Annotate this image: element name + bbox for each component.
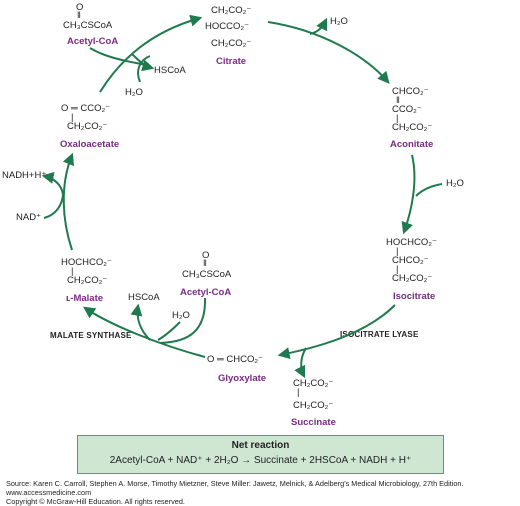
svg-text:Citrate: Citrate [216,56,246,67]
svg-text:‖: ‖ [77,10,81,21]
succinate: CH₂CO₂⁻ | CH₂CO₂⁻ Succinate [291,378,336,428]
svg-text:Isocitrate: Isocitrate [393,291,435,302]
net-reaction-box: Net reaction 2Acetyl-CoA + NAD⁺ + 2H₂O →… [77,435,444,474]
svg-text:CH₂CO₂⁻: CH₂CO₂⁻ [67,121,107,132]
svg-text:|: | [396,246,398,257]
svg-text:HOCHCO₂⁻: HOCHCO₂⁻ [386,237,437,248]
source-line-3: Copyright © McGraw-Hill Education. All r… [6,497,185,506]
arrow-water-in-mid [157,321,181,341]
svg-text:CHCO₂⁻: CHCO₂⁻ [392,255,429,266]
svg-text:HOCHCO₂⁻: HOCHCO₂⁻ [61,257,112,268]
svg-text:Glyoxylate: Glyoxylate [218,373,266,384]
acetyl-coa-top: O ‖ CH₃CSCoA Acetyl-CoA [63,2,118,47]
isocitrate-lyase-label: ISOCITRATE LYASE [340,330,419,339]
h2o-citrate-label: H₂O [330,16,348,27]
h2o-aconitate-label: H₂O [446,178,464,189]
arrow-hscoa-out-mid [130,303,151,341]
acetyl-coa-middle: O ‖ CH₃CSCoA Acetyl-CoA [180,250,232,298]
net-reaction-title: Net reaction [231,440,290,451]
svg-text:O: O [202,250,209,261]
svg-text:|: | [396,113,398,124]
svg-text:|: | [71,112,73,123]
hscoa-top-label: HSCoA [154,65,186,76]
svg-text:|: | [396,264,398,275]
citrate: CH₂CO₂⁻ HOCCO₂⁻ CH₂CO₂⁻ Citrate [205,5,251,67]
arrow-nadh-out [41,172,64,196]
svg-text:HOCCO₂⁻: HOCCO₂⁻ [205,21,249,32]
nadh-label: NADH+H⁺ [2,170,46,181]
aconitate: CHCO₂⁻ ‖ CCO₂⁻ | CH₂CO₂⁻ Aconitate [390,86,433,150]
svg-text:Oxaloacetate: Oxaloacetate [60,139,119,150]
arrow-water-in-aconitate [415,183,443,197]
svg-text:CH₂CO₂⁻: CH₂CO₂⁻ [392,273,432,284]
svg-text:CH₂CO₂⁻: CH₂CO₂⁻ [293,378,333,389]
svg-text:Acetyl-CoA: Acetyl-CoA [67,36,118,47]
arrow-nad-in [43,194,64,219]
svg-text:CH₂CO₂⁻: CH₂CO₂⁻ [211,38,251,49]
h2o-middle-label: H₂O [172,310,190,321]
arrow-oxaloacetate-to-citrate [99,14,203,93]
svg-text:‖: ‖ [396,95,400,106]
svg-text:CH₂CO₂⁻: CH₂CO₂⁻ [293,400,333,411]
arrow-water-in-top [137,55,151,83]
svg-text:|: | [71,266,73,277]
malate-synthase-label: MALATE SYNTHASE [50,331,132,340]
hscoa-middle-label: HSCoA [128,292,160,303]
source-citation: Source: Karen C. Carroll, Stephen A. Mor… [6,479,518,506]
svg-text:CHCO₂⁻: CHCO₂⁻ [392,86,429,97]
arrow-hscoa-out [131,53,155,72]
svg-text:‖: ‖ [203,258,207,269]
arrow-to-succinate [294,347,307,379]
svg-text:|: | [297,387,299,398]
svg-text:CH₃CSCoA: CH₃CSCoA [63,20,113,31]
svg-text:Aconitate: Aconitate [390,139,433,150]
arrow-glyoxylate-to-malate [83,306,206,358]
svg-text:CH₂CO₂⁻: CH₂CO₂⁻ [211,5,251,16]
svg-text:Acetyl-CoA: Acetyl-CoA [180,287,231,298]
svg-text:CH₂CO₂⁻: CH₂CO₂⁻ [392,122,432,133]
net-reaction-equation: 2Acetyl-CoA + NAD⁺ + 2H₂O → Succinate + … [109,455,412,466]
arrow-acetylcoa-mid-in [159,297,207,344]
arrow-aconitate-to-isocitrate [401,154,416,235]
source-line-1: Source: Karen C. Carroll, Stephen A. Mor… [6,479,464,488]
svg-text:CH₂CO₂⁻: CH₂CO₂⁻ [67,275,107,286]
nad-label: NAD⁺ [16,212,41,223]
source-line-2: www.accessmedicine.com [6,488,92,497]
isocitrate: HOCHCO₂⁻ | CHCO₂⁻ | CH₂CO₂⁻ Isocitrate [386,237,437,302]
glyoxylate: O ═ CHCO₂⁻ Glyoxylate [207,354,266,384]
arrow-citrate-to-aconitate [267,21,390,84]
svg-text:CCO₂⁻: CCO₂⁻ [392,104,422,115]
l-malate: HOCHCO₂⁻ | CH₂CO₂⁻ ʟ-Malate [61,257,112,304]
svg-text:Succinate: Succinate [291,417,336,428]
arrow-isocitrate-to-glyoxylate [277,304,396,359]
svg-text:O ═ CCO₂⁻: O ═ CCO₂⁻ [61,103,110,114]
arrow-water-out-citrate [309,17,328,35]
svg-text:O: O [76,2,83,13]
h2o-top-label: H₂O [125,87,143,98]
svg-text:O ═ CHCO₂⁻: O ═ CHCO₂⁻ [207,354,263,365]
svg-text:CH₃CSCoA: CH₃CSCoA [182,269,232,280]
svg-text:ʟ-Malate: ʟ-Malate [66,293,103,304]
oxaloacetate: O ═ CCO₂⁻ | CH₂CO₂⁻ Oxaloacetate [60,103,119,150]
arrow-malate-to-oxaloacetate [62,152,75,251]
